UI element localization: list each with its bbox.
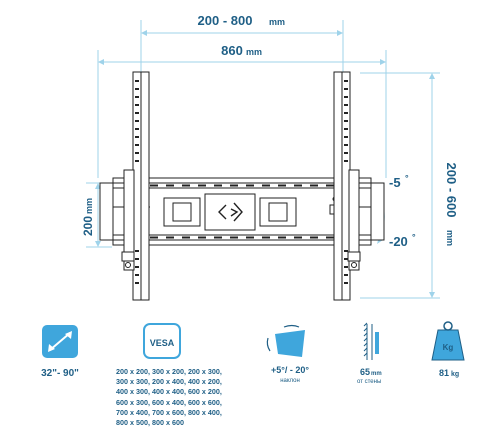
weight-icon: Kg: [431, 321, 465, 361]
vesa-height-unit: mm: [445, 230, 455, 246]
max-load-value: 81: [439, 368, 449, 378]
vesa-height-value: 200 - 600: [444, 163, 459, 218]
tilt-down-degree: °: [412, 232, 416, 242]
vesa-pattern-line: 800 x 500, 800 x 600: [116, 418, 184, 428]
tilt-down-value: -20: [389, 234, 408, 249]
wall-distance-value: 65: [360, 367, 370, 377]
weight-badge-label: Kg: [443, 343, 454, 352]
tilt-screen-icon: [266, 324, 305, 357]
vesa-width-unit: mm: [269, 17, 285, 27]
screen-size-label: 32"- 90": [41, 368, 79, 379]
tilt-up-value: -5: [389, 175, 401, 190]
tilt-range-label: +5°/ - 20°: [271, 365, 309, 375]
vesa-pattern-line: 200 x 200, 300 x 200, 200 x 300,: [116, 367, 222, 376]
wall-distance-icon: [363, 322, 379, 360]
vesa-badge-icon: VESA: [143, 323, 181, 359]
vesa-pattern-line: 700 x 400, 700 x 600, 800 x 400,: [116, 407, 222, 417]
tilt-up-degree: °: [405, 173, 409, 183]
vesa-pattern-line: 600 x 300, 600 x 400, 600 x 600,: [116, 397, 222, 407]
overall-width-value: 860: [221, 43, 243, 58]
max-load-unit: kg: [451, 371, 459, 378]
diagonal-arrow-icon: [42, 325, 78, 358]
arrow-logo-icon: [218, 202, 243, 222]
vesa-pattern-line: 400 x 300, 400 x 400, 600 x 200,: [116, 387, 222, 397]
vesa-width-value: 200 - 800: [198, 13, 253, 28]
vesa-pattern-line: 300 x 300, 200 x 400, 400 x 200,: [116, 377, 222, 387]
vesa-pattern-list: 200 x 200, 300 x 200, 200 x 300, 300 x 3…: [116, 367, 236, 428]
vesa-badge-label: VESA: [150, 338, 175, 348]
wall-distance-caption: от стены: [357, 379, 381, 385]
overall-width-unit: mm: [246, 47, 262, 57]
plate-height-unit: mm: [84, 198, 94, 214]
wall-distance-unit: mm: [371, 371, 382, 377]
tilt-caption: наклон: [280, 378, 300, 384]
plate-height-value: 200: [81, 216, 95, 236]
